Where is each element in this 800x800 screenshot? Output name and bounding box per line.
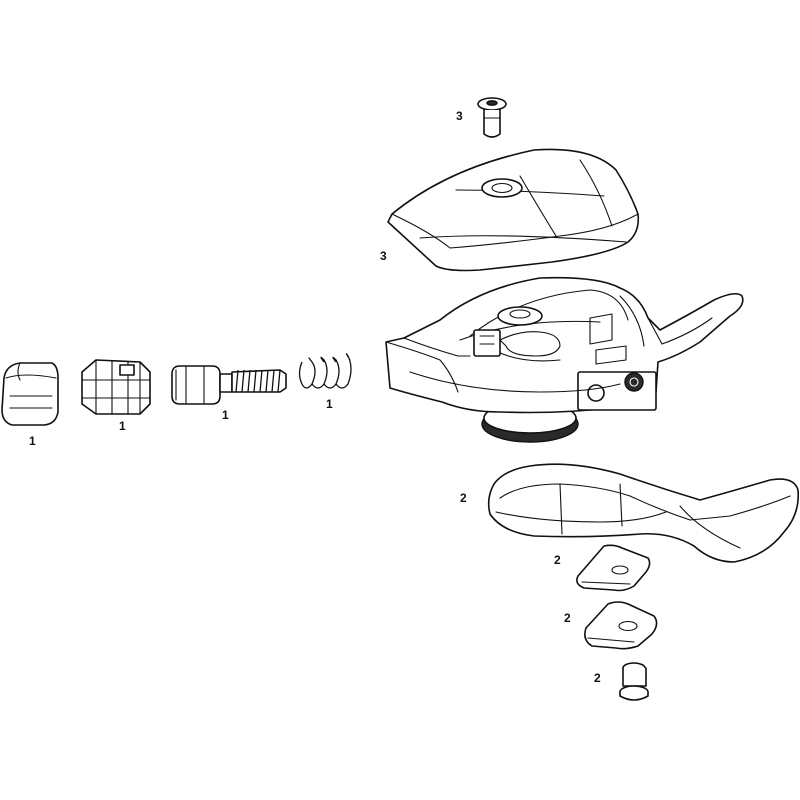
shift-lever — [487, 463, 800, 563]
cover-screw — [477, 97, 507, 138]
callout-barrel-adjuster-nut: 1 — [119, 419, 126, 433]
callout-top-cover: 3 — [380, 249, 387, 263]
top-cover — [387, 148, 640, 272]
callout-cable-end-cap: 1 — [29, 434, 36, 448]
lever-plate-upper — [576, 544, 651, 592]
callout-lever-plate-lower: 2 — [564, 611, 571, 625]
callout-shift-lever: 2 — [460, 491, 467, 505]
barrel-adjuster-nut — [81, 359, 151, 415]
callout-cover-screw: 3 — [456, 109, 463, 123]
callout-lever-plate-upper: 2 — [554, 553, 561, 567]
shifter-housing — [385, 276, 744, 443]
callout-lever-bushing: 2 — [594, 671, 601, 685]
lever-plate-lower — [584, 601, 658, 650]
callout-barrel-adjuster-bolt: 1 — [222, 408, 229, 422]
callout-compression-spring: 1 — [326, 397, 333, 411]
lever-bushing — [619, 662, 649, 701]
cable-end-cap — [1, 362, 59, 426]
compression-spring — [298, 353, 352, 389]
barrel-adjuster-bolt — [171, 365, 287, 405]
